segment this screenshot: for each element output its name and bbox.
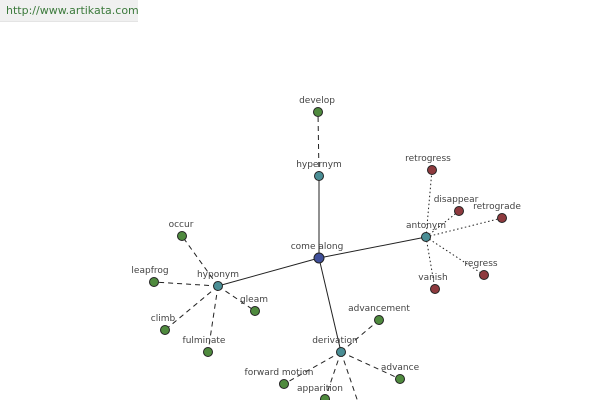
node-retrograde[interactable] bbox=[497, 213, 507, 223]
labels-layer: come along hypernym antonym hyponym derivati… bbox=[131, 96, 521, 394]
edge-derivation-to-offscreen-node bbox=[340, 351, 358, 400]
node-advance[interactable] bbox=[395, 374, 405, 384]
nodes-layer bbox=[149, 107, 507, 400]
node-label-develop: develop bbox=[299, 96, 335, 106]
edge-hyponym-to-leapfrog bbox=[153, 281, 219, 287]
node-occur[interactable] bbox=[177, 231, 187, 241]
node-label-come-along: come along bbox=[291, 242, 344, 252]
edge-hyponym-to-gleam bbox=[217, 285, 256, 312]
node-label-derivation: derivation bbox=[312, 336, 358, 346]
node-label-fulminate: fulminate bbox=[183, 336, 226, 346]
node-hyponym[interactable] bbox=[213, 281, 223, 291]
node-label-occur: occur bbox=[169, 220, 194, 230]
node-fulminate[interactable] bbox=[203, 347, 213, 357]
edge-hyponym-to-climb bbox=[164, 285, 219, 331]
edges-layer bbox=[153, 111, 503, 400]
node-disappear[interactable] bbox=[454, 206, 464, 216]
edge-antonym-to-regress bbox=[425, 236, 485, 276]
edge-hyponym-to-occur bbox=[181, 235, 219, 287]
node-come-along[interactable] bbox=[313, 252, 325, 264]
edge-antonym-to-vanish bbox=[425, 236, 436, 290]
node-label-leapfrog: leapfrog bbox=[131, 266, 168, 276]
node-regress[interactable] bbox=[479, 270, 489, 280]
node-derivation[interactable] bbox=[336, 347, 346, 357]
edge-antonym-to-disappear bbox=[425, 210, 460, 238]
node-climb[interactable] bbox=[160, 325, 170, 335]
node-apparition[interactable] bbox=[320, 394, 330, 400]
edge-derivation-to-advance bbox=[340, 351, 401, 380]
node-retrogress[interactable] bbox=[427, 165, 437, 175]
node-label-climb: climb bbox=[151, 314, 176, 324]
node-label-vanish: vanish bbox=[418, 273, 447, 283]
edge-come-along-to-hyponym bbox=[217, 257, 320, 287]
edge-come-along-to-derivation bbox=[318, 257, 342, 353]
edge-hyponym-to-fulminate bbox=[207, 285, 219, 353]
node-leapfrog[interactable] bbox=[149, 277, 159, 287]
edge-antonym-to-retrograde bbox=[425, 217, 503, 238]
node-label-disappear: disappear bbox=[434, 195, 479, 205]
node-vanish[interactable] bbox=[430, 284, 440, 294]
node-hypernym[interactable] bbox=[314, 171, 324, 181]
node-label-advance: advance bbox=[381, 363, 420, 373]
node-label-retrograde: retrograde bbox=[473, 202, 521, 212]
edge-derivation-to-forward-motion bbox=[283, 351, 342, 385]
edge-hypernym-to-develop bbox=[317, 111, 320, 177]
node-label-apparition: apparition bbox=[297, 384, 343, 394]
node-gleam[interactable] bbox=[250, 306, 260, 316]
node-forward-motion[interactable] bbox=[279, 379, 289, 389]
node-label-advancement: advancement bbox=[348, 304, 410, 314]
node-label-regress: regress bbox=[464, 259, 497, 269]
node-develop[interactable] bbox=[313, 107, 323, 117]
node-label-gleam: gleam bbox=[240, 295, 268, 305]
node-label-antonym: antonym bbox=[406, 221, 446, 231]
node-label-forward-motion: forward motion bbox=[245, 368, 314, 378]
node-label-hypernym: hypernym bbox=[296, 160, 342, 170]
source-link[interactable]: http://www.artikata.com bbox=[6, 4, 139, 17]
node-label-hyponym: hyponym bbox=[197, 270, 239, 280]
node-advancement[interactable] bbox=[374, 315, 384, 325]
edge-come-along-to-antonym bbox=[318, 236, 427, 259]
edge-antonym-to-retrogress bbox=[425, 169, 433, 238]
source-link-bar: http://www.artikata.com bbox=[0, 0, 139, 22]
node-antonym[interactable] bbox=[421, 232, 431, 242]
node-label-retrogress: retrogress bbox=[405, 154, 451, 164]
